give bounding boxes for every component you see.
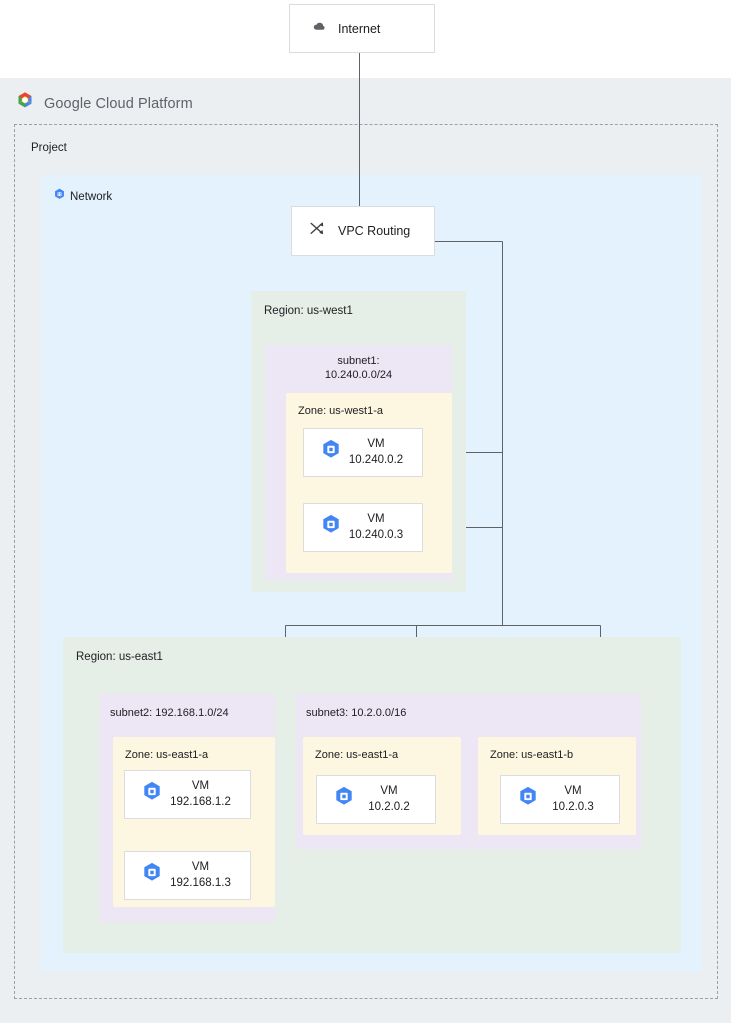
vm-hex-icon xyxy=(331,784,357,815)
vm-ip: 10.2.0.2 xyxy=(368,800,410,813)
vm-hex-icon xyxy=(139,779,165,810)
vm-label: VM xyxy=(380,785,398,798)
cloud-icon xyxy=(310,18,327,40)
vm-label: VM xyxy=(367,438,385,451)
vm-label: VM xyxy=(191,861,210,874)
gcp-brand-google: Google xyxy=(44,95,92,112)
region-us-east1-label: Region: us-east1 xyxy=(76,651,163,663)
vm-10-2-0-2-text: VM 10.2.0.2 xyxy=(357,784,435,815)
vm-10-240-0-2-text: VM 10.240.0.2 xyxy=(344,437,422,468)
vm-192-168-1-3-text: VM 192.168.1.3 xyxy=(165,860,250,891)
vm-10-2-0-2[interactable]: VM 10.2.0.2 xyxy=(316,775,436,824)
project-container: Project xyxy=(14,124,718,999)
vm-ip: 10.2.0.3 xyxy=(552,800,594,813)
project-label: Project xyxy=(31,142,67,154)
vm-ip: 192.168.1.2 xyxy=(170,795,231,808)
vm-ip: 10.240.0.3 xyxy=(348,528,404,541)
vm-hex-icon xyxy=(515,784,541,815)
vm-label: VM xyxy=(367,513,385,526)
internet-node[interactable]: Internet xyxy=(289,4,435,53)
zone-us-east1-a-subnet2-label: Zone: us-east1-a xyxy=(125,749,209,761)
subnet-subnet1-label: subnet1: 10.240.0.0/24 xyxy=(324,355,393,382)
vm-hex-icon xyxy=(318,512,344,543)
routing-arrows-icon xyxy=(308,219,327,243)
region-us-west1-label: Region: us-west1 xyxy=(264,305,353,317)
subnet-subnet3-label: subnet3: 10.2.0.0/16 xyxy=(306,707,407,719)
vm-10-240-0-2[interactable]: VM 10.240.0.2 xyxy=(303,428,423,477)
network-hex-icon xyxy=(52,187,67,207)
subnet-subnet2-label: subnet2: 192.168.1.0/24 xyxy=(110,707,229,719)
vm-hex-icon xyxy=(318,437,344,468)
vpc-routing-node[interactable]: VPC Routing xyxy=(291,206,435,256)
vm-192-168-1-2[interactable]: VM 192.168.1.2 xyxy=(124,770,251,819)
vm-ip: 10.240.0.2 xyxy=(348,453,404,466)
vpc-routing-label: VPC Routing xyxy=(338,224,411,238)
vm-10-240-0-3-text: VM 10.240.0.3 xyxy=(344,512,422,543)
gcp-brand: Google Cloud Platform xyxy=(14,90,193,117)
vm-label: VM xyxy=(191,780,210,793)
internet-label: Internet xyxy=(338,21,381,36)
zone-us-east1-a-subnet3-label: Zone: us-east1-a xyxy=(315,749,399,761)
google-cloud-hex-logo-icon xyxy=(14,90,36,117)
zone-us-east1-b-label: Zone: us-east1-b xyxy=(490,749,574,761)
vm-label: VM xyxy=(564,785,582,798)
gcp-brand-rest: Cloud Platform xyxy=(91,95,193,112)
vm-10-240-0-3[interactable]: VM 10.240.0.3 xyxy=(303,503,423,552)
vm-192-168-1-3[interactable]: VM 192.168.1.3 xyxy=(124,851,251,900)
zone-us-west1-a-label: Zone: us-west1-a xyxy=(298,405,383,417)
network-label: Network xyxy=(70,191,113,203)
network-header: Network xyxy=(52,187,112,207)
vm-10-2-0-3-text: VM 10.2.0.3 xyxy=(541,784,619,815)
gcp-brand-label: Google Cloud Platform xyxy=(44,96,193,112)
vm-ip: 192.168.1.3 xyxy=(170,876,231,889)
vm-hex-icon xyxy=(139,860,165,891)
vm-192-168-1-2-text: VM 192.168.1.2 xyxy=(165,779,250,810)
vm-10-2-0-3[interactable]: VM 10.2.0.3 xyxy=(500,775,620,824)
